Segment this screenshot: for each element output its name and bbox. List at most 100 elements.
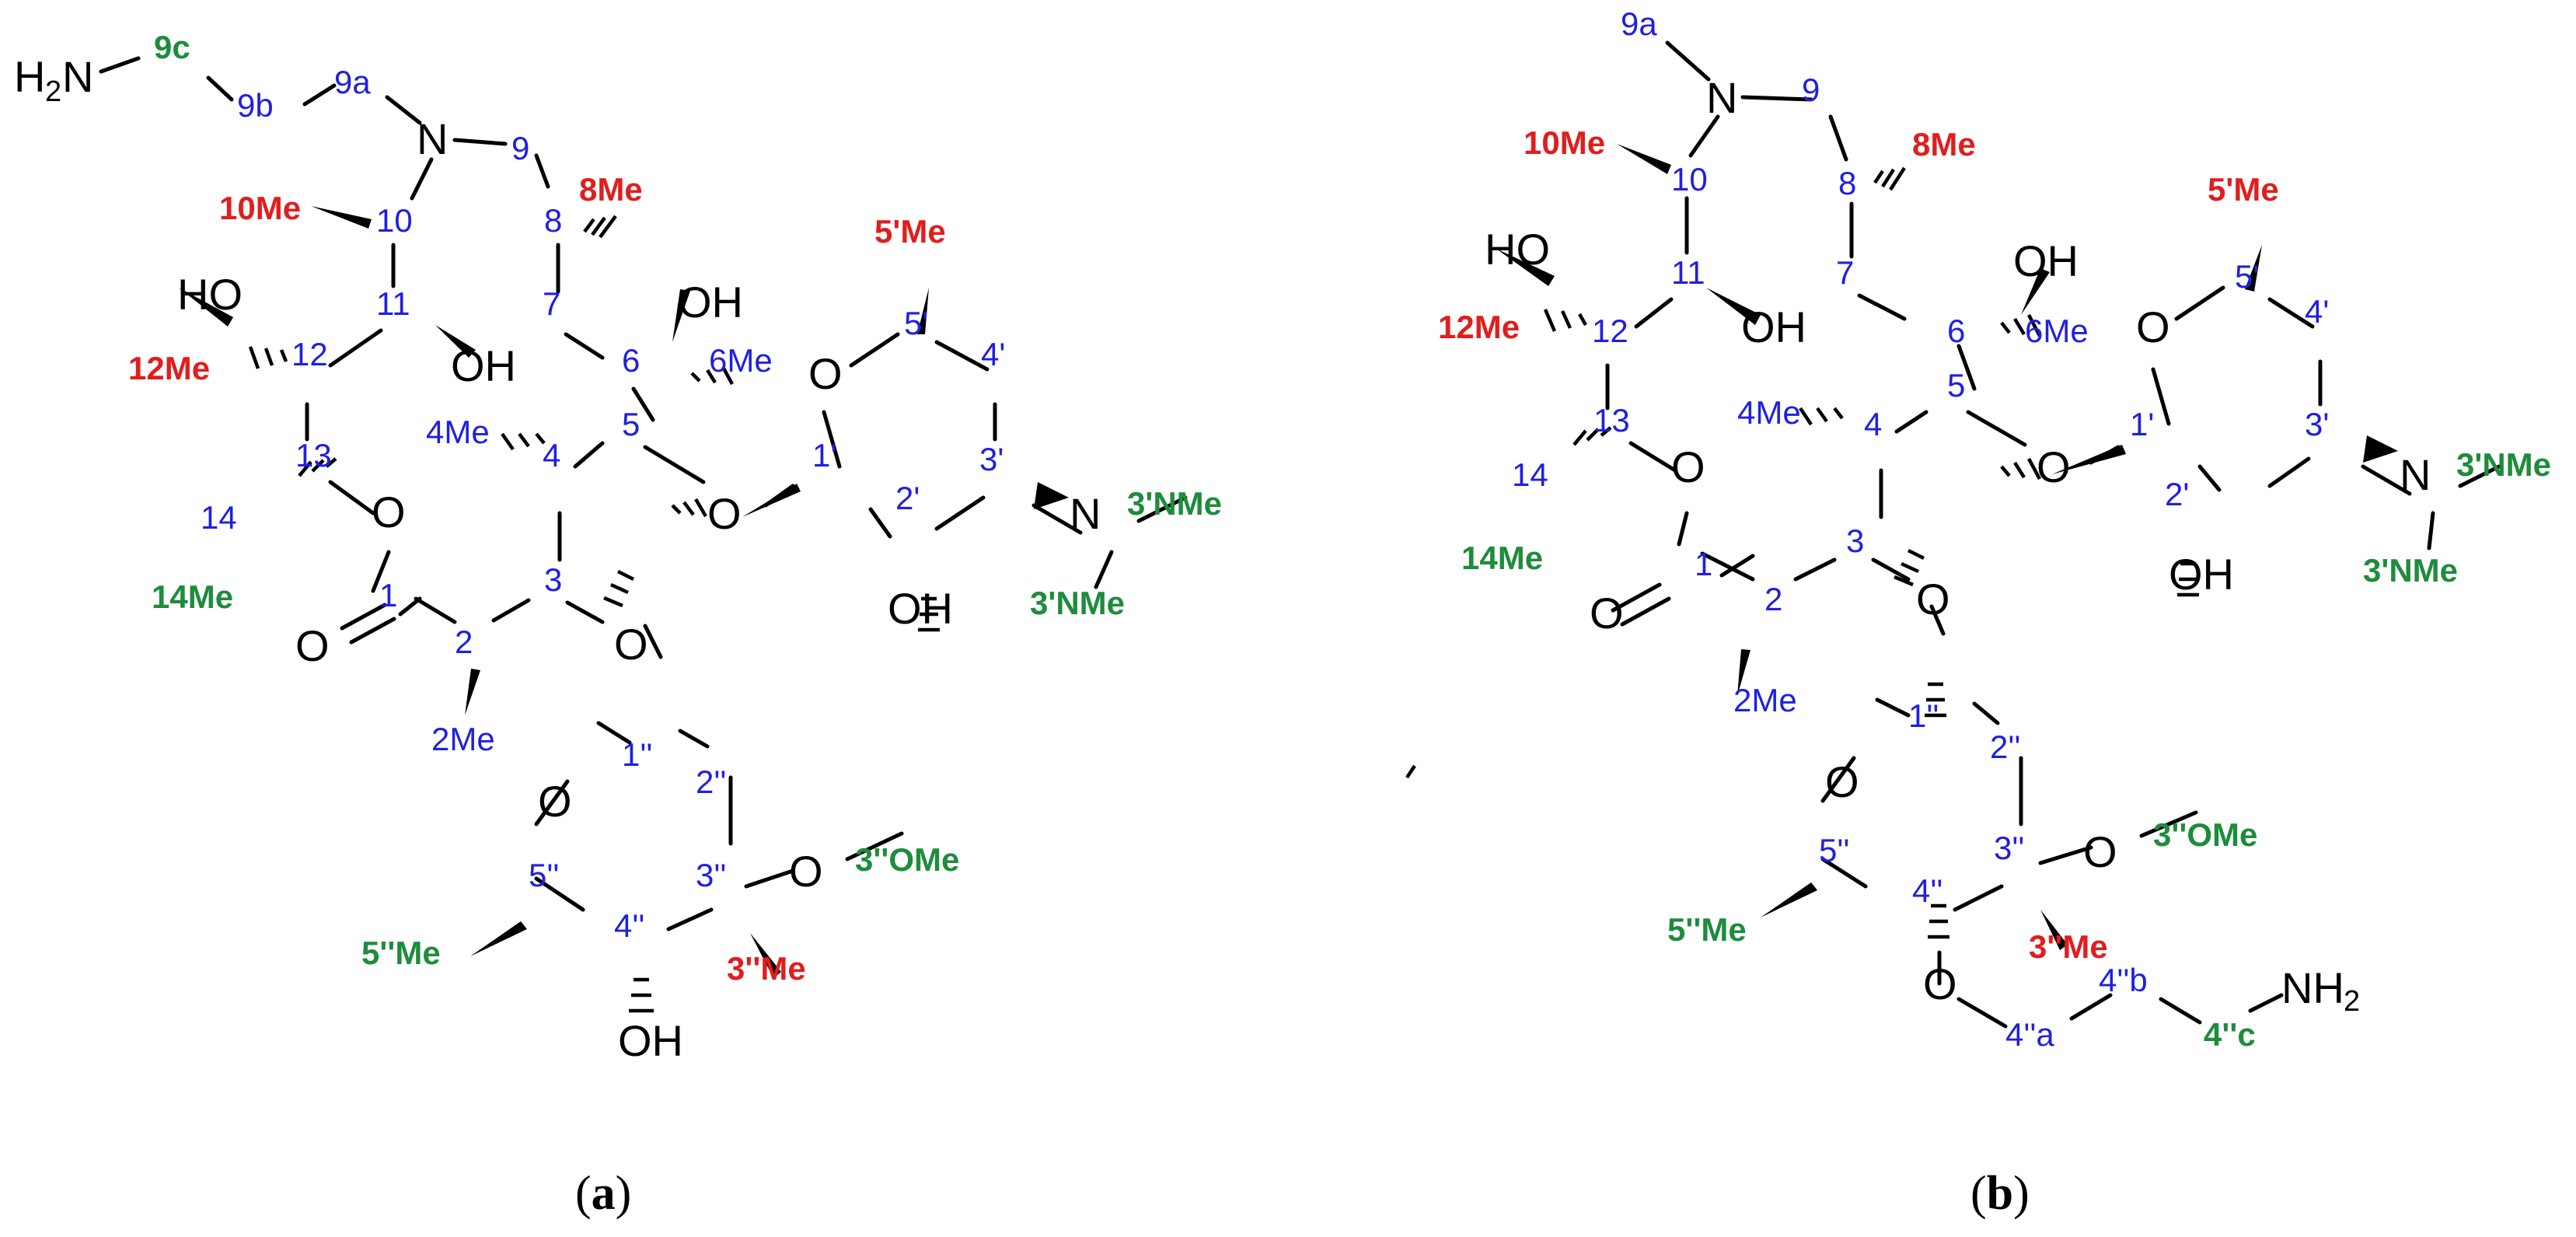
num-1: 1 — [1695, 546, 1712, 582]
atom-oh-2p: OH — [888, 584, 953, 633]
num-11: 11 — [376, 285, 410, 322]
num-4p: 4' — [981, 336, 1005, 372]
atom-oh-11: OH — [451, 341, 516, 390]
green-5ppme: 5''Me — [361, 935, 441, 971]
red-8me: 8Me — [1912, 126, 1976, 162]
num-3p: 3' — [2305, 406, 2329, 442]
num-1p: 1' — [812, 437, 836, 473]
atom-labels: H 2 N N HO OH OH O O O O O N OH O O OH — [14, 52, 1101, 1065]
atom-o-5: O — [707, 489, 742, 538]
atom-o-carbonyl: O — [1590, 589, 1624, 638]
amine-nh: NH — [2281, 963, 2344, 1012]
num-8: 8 — [1838, 165, 1856, 201]
num-4ppb: 4''b — [2099, 962, 2148, 998]
panel-a-structure: H 2 N N HO OH OH O O O O O N OH O O OH 9… — [14, 29, 1416, 1220]
num-5: 5 — [622, 406, 640, 442]
red-10me: 10Me — [1524, 124, 1605, 161]
num-9: 9 — [511, 130, 529, 166]
num-3pp: 3'' — [1994, 830, 2024, 866]
atom-oh-2p: OH — [2169, 550, 2234, 599]
num-2me: 2Me — [431, 721, 495, 757]
num-1pp: 1'' — [622, 736, 652, 773]
atom-oh-4pp: OH — [618, 1016, 683, 1065]
red-8me: 8Me — [579, 171, 643, 208]
red-labels: 10Me 8Me 12Me 5'Me 3''Me — [128, 171, 946, 987]
num-6me: 6Me — [2025, 313, 2089, 349]
green-3pnme-b: 3'NMe — [2363, 552, 2458, 589]
position-numbers: 9a 9b 9 10 8 11 7 12 6 6Me 5' 4' 13 4Me … — [201, 64, 1005, 944]
num-7: 7 — [1836, 254, 1854, 291]
num-3p: 3' — [979, 441, 1004, 477]
green-3pnme-a: 3'NMe — [2456, 446, 2551, 483]
atom-o-ring-a: O — [808, 349, 843, 398]
num-5p: 5' — [904, 305, 928, 341]
red-3ppme: 3''Me — [2029, 928, 2108, 965]
num-4: 4 — [543, 437, 560, 473]
green-3pnme-b: 3'NMe — [1030, 585, 1125, 621]
atom-o-4pp: O — [1923, 959, 1957, 1008]
num-4: 4 — [1864, 406, 1882, 442]
num-10: 10 — [1671, 161, 1708, 197]
num-2: 2 — [455, 624, 473, 660]
num-4ppa: 4''a — [2005, 1016, 2054, 1053]
num-6: 6 — [1947, 313, 1965, 349]
bonds — [1605, 40, 2501, 1029]
atom-o-3pp: O — [789, 847, 823, 896]
num-2pp: 2'' — [696, 764, 726, 800]
atom-o-ring-b: O — [538, 777, 572, 826]
num-12: 12 — [291, 336, 328, 372]
panel-b-structure: N HO OH OH O O O O O N OH O O O NH 2 9a … — [1438, 5, 2551, 1220]
num-10: 10 — [376, 202, 413, 239]
atom-o-carbonyl: O — [295, 621, 330, 670]
num-4pp: 4'' — [1912, 872, 1942, 909]
red-3ppme: 3''Me — [727, 950, 806, 987]
num-11: 11 — [1671, 254, 1705, 291]
num-9a: 9a — [334, 64, 371, 100]
num-1p: 1' — [2130, 406, 2154, 442]
stereo-bonds — [179, 206, 1416, 1013]
num-6: 6 — [622, 342, 640, 379]
num-2me: 2Me — [1733, 682, 1797, 718]
num-12: 12 — [1592, 313, 1628, 349]
num-1pp: 1'' — [1908, 697, 1939, 734]
green-3pnme-a: 3'NMe — [1127, 485, 1222, 522]
green-labels: 9c 14Me 3'NMe 3'NMe 3''OMe 5''Me — [152, 29, 1222, 971]
num-5: 5 — [1947, 367, 1965, 404]
num-4pp: 4'' — [614, 907, 644, 944]
caption-a: (a) — [575, 1167, 631, 1220]
amine-subscript: 2 — [2344, 985, 2360, 1018]
num-14: 14 — [201, 499, 237, 536]
num-4me: 4Me — [1737, 394, 1801, 431]
atom-oh-6: OH — [2013, 236, 2079, 285]
num-2: 2 — [1764, 581, 1782, 617]
num-2p: 2' — [2165, 476, 2189, 512]
red-10me: 10Me — [219, 190, 301, 226]
atom-o-13: O — [1671, 442, 1705, 491]
atom-n9: N — [1706, 73, 1737, 122]
amine-n: N — [62, 52, 93, 101]
num-3: 3 — [544, 561, 562, 598]
amine-subscript: 2 — [45, 75, 61, 108]
num-9b: 9b — [237, 87, 274, 124]
atom-o-3pp: O — [2083, 827, 2117, 876]
num-6me: 6Me — [709, 342, 773, 379]
green-14me: 14Me — [152, 578, 233, 615]
green-3ppome: 3''OMe — [855, 841, 959, 878]
green-3ppome: 3''OMe — [2153, 816, 2257, 853]
num-2p: 2' — [895, 480, 920, 516]
green-9c: 9c — [154, 29, 190, 65]
atom-o-13: O — [372, 487, 406, 536]
num-4p: 4' — [2305, 293, 2329, 330]
num-13: 13 — [295, 437, 332, 473]
stereo-bonds — [1496, 144, 2398, 950]
atom-n-3p: N — [2400, 450, 2431, 499]
red-12me: 12Me — [1438, 309, 1520, 345]
num-9: 9 — [1802, 72, 1820, 108]
num-5p: 5' — [2235, 258, 2259, 295]
num-7: 7 — [543, 285, 560, 322]
num-8: 8 — [544, 202, 562, 239]
atom-o-ring-b: O — [1825, 757, 1859, 806]
caption-b: (b) — [1970, 1167, 2030, 1220]
red-5pme: 5'Me — [2208, 171, 2279, 208]
